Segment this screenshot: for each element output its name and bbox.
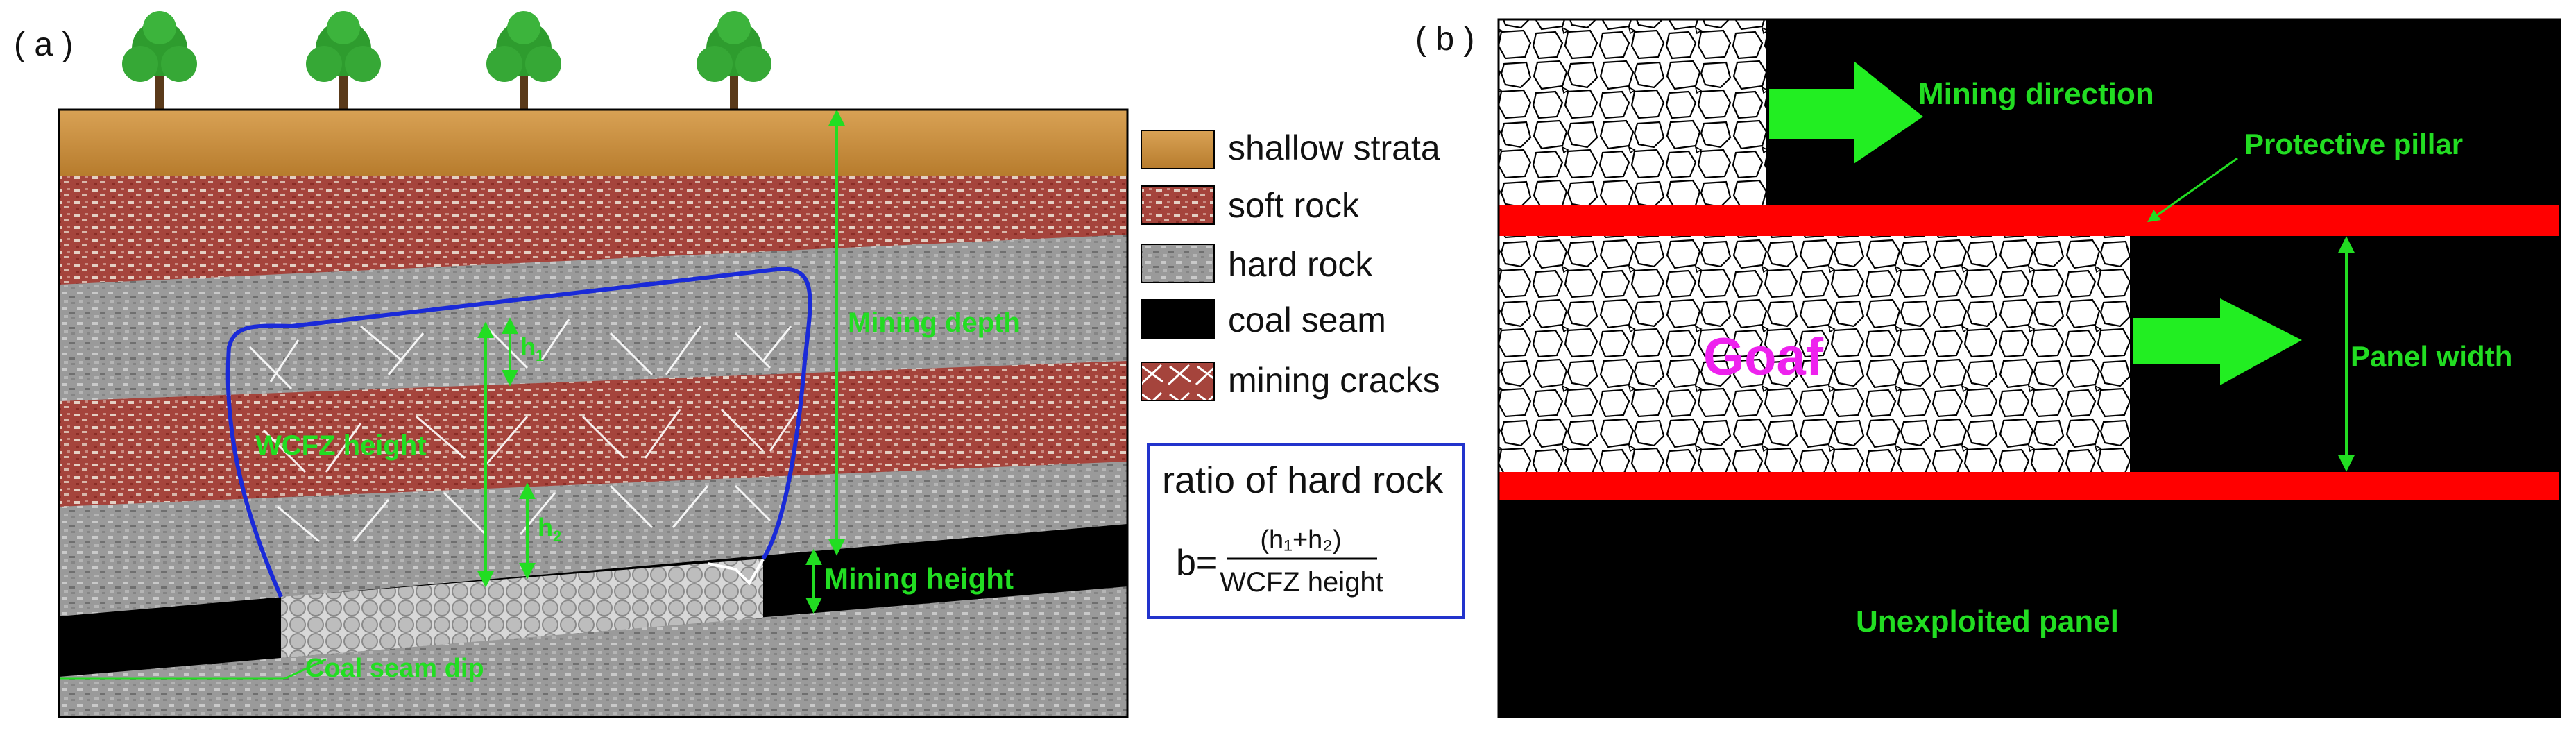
formula-box: ratio of hard rock b= (h₁+h₂) WCFZ heigh… (1147, 443, 1465, 619)
coal-seam-dip-label: Coal seam dip (305, 654, 484, 683)
tree-icon (486, 11, 561, 110)
formula-title: ratio of hard rock (1162, 459, 1444, 501)
seam-dip-reference (284, 658, 327, 680)
tree-icon (306, 11, 381, 110)
legend-label-cracks: mining cracks (1228, 361, 1440, 400)
h1-label: h1 (520, 332, 544, 364)
protective-pillar-upper (1499, 205, 2560, 236)
wcfz-height-label: WCFZ height (255, 430, 427, 461)
legend-item-hard: hard rock (1141, 244, 1373, 284)
tree-icon (122, 11, 197, 110)
formula-numerator: (h₁+h₂) (1260, 525, 1341, 555)
formula-lhs: b= (1176, 543, 1217, 583)
upper-goaf-area (1499, 19, 1766, 205)
legend-item-coal: coal seam (1141, 299, 1386, 339)
legend-label-hard: hard rock (1228, 245, 1373, 284)
goaf-rubble (281, 559, 763, 658)
mining-direction-arrow-goaf (2133, 298, 2302, 385)
strata-section: Mining depth WCFZ height h1 h2 Mining he… (58, 108, 1129, 718)
legend: shallow strata soft rock hard rock coal … (1141, 128, 1440, 401)
tree-icon (697, 11, 771, 110)
mining-height-label: Mining height (824, 562, 1014, 595)
legend-item-cracks: mining cracks (1141, 361, 1440, 401)
protective-pillar-label: Protective pillar (2244, 128, 2463, 160)
protective-pillar-pointer (2147, 157, 2238, 223)
strata-frame (58, 108, 1129, 718)
legend-item-soft: soft rock (1141, 185, 1360, 225)
panel-a: ( a ) (14, 11, 1465, 718)
legend-item-shallow: shallow strata (1141, 128, 1440, 169)
panel-a-label: ( a ) (14, 26, 73, 63)
formula-denominator: WCFZ height (1220, 567, 1383, 598)
mining-depth-label: Mining depth (848, 307, 1021, 338)
panel-width-label: Panel width (2351, 340, 2512, 373)
soft-rock-layer-upper (59, 176, 1127, 285)
trees (122, 11, 771, 110)
unexploited-panel-label: Unexploited panel (1856, 605, 2119, 639)
h2-label: h2 (538, 513, 561, 545)
roof-collapse-edge (707, 558, 765, 586)
panel-b: ( b ) Mining direction Protective pillar… (1415, 18, 2561, 718)
wcfz-outline (225, 267, 812, 598)
mining-direction-arrow-upper (1769, 61, 1923, 164)
legend-label-shallow: shallow strata (1228, 128, 1440, 167)
panel-b-label: ( b ) (1415, 21, 1474, 58)
legend-label-coal: coal seam (1228, 301, 1386, 339)
goaf-area (1499, 236, 2130, 472)
legend-label-soft: soft rock (1228, 186, 1360, 225)
panel-b-frame (1497, 18, 2561, 718)
mining-direction-label: Mining direction (1918, 77, 2154, 111)
protective-pillar-lower (1499, 472, 2560, 500)
shallow-strata-layer (59, 110, 1127, 176)
goaf-label: Goaf (1703, 328, 1824, 387)
